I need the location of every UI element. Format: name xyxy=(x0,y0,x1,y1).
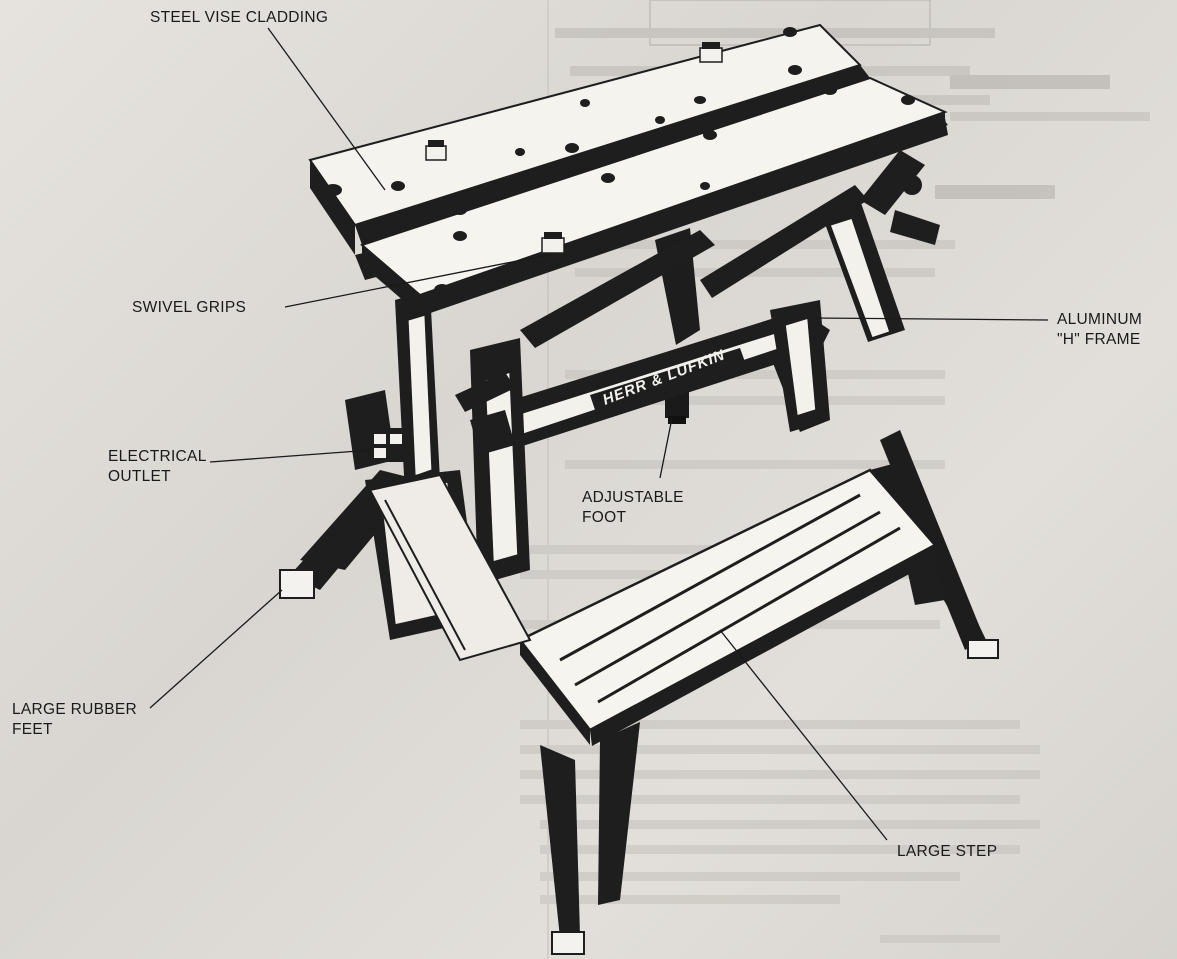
electrical-outlet xyxy=(368,428,406,462)
label-line-1: ELECTRICAL xyxy=(108,448,207,465)
leader-large-step xyxy=(719,629,888,841)
label-line-2: "H" FRAME xyxy=(1057,331,1141,348)
vise-handles xyxy=(455,150,940,455)
label-line-2: FEET xyxy=(12,721,53,738)
label-large-step: LARGE STEP xyxy=(897,842,997,862)
worktop xyxy=(308,23,948,320)
leader-adjustable-foot xyxy=(659,417,673,479)
label-line-1: ALUMINUM xyxy=(1057,311,1143,328)
front-legs xyxy=(540,560,945,938)
aluminum-h-frame xyxy=(470,185,905,585)
label-line-1: LARGE RUBBER xyxy=(12,701,138,718)
label-text: STEEL VISE CLADDING xyxy=(150,9,329,26)
rubber-foot-left xyxy=(279,569,315,599)
label-swivel-grips: SWIVEL GRIPS xyxy=(132,298,246,318)
label-line-2: OUTLET xyxy=(108,468,171,485)
leader-electrical-outlet xyxy=(209,449,373,463)
label-large-rubber-feet: LARGE RUBBER FEET xyxy=(12,700,137,740)
leader-lines xyxy=(149,27,1049,841)
background-manual-text xyxy=(520,0,1150,959)
label-aluminum-h-frame: ALUMINUM "H" FRAME xyxy=(1057,310,1142,350)
leader-steel-vise-cladding xyxy=(267,27,386,191)
label-text: SWIVEL GRIPS xyxy=(132,299,247,316)
label-steel-vise-cladding: STEEL VISE CLADDING xyxy=(150,8,328,28)
leader-aluminum-frame xyxy=(811,317,1049,321)
label-electrical-outlet: ELECTRICAL OUTLET xyxy=(108,447,207,487)
leader-large-rubber-feet xyxy=(149,589,283,709)
leader-swivel-grips xyxy=(284,253,553,308)
rubber-foot-front xyxy=(551,931,585,955)
label-text: LARGE STEP xyxy=(897,843,998,860)
label-line-1: ADJUSTABLE xyxy=(582,489,684,506)
label-adjustable-foot: ADJUSTABLE FOOT xyxy=(582,488,684,528)
swivel-grip-pegs xyxy=(425,42,723,254)
label-line-2: FOOT xyxy=(582,509,627,526)
large-step xyxy=(368,468,937,746)
rubber-foot-right xyxy=(967,639,999,659)
